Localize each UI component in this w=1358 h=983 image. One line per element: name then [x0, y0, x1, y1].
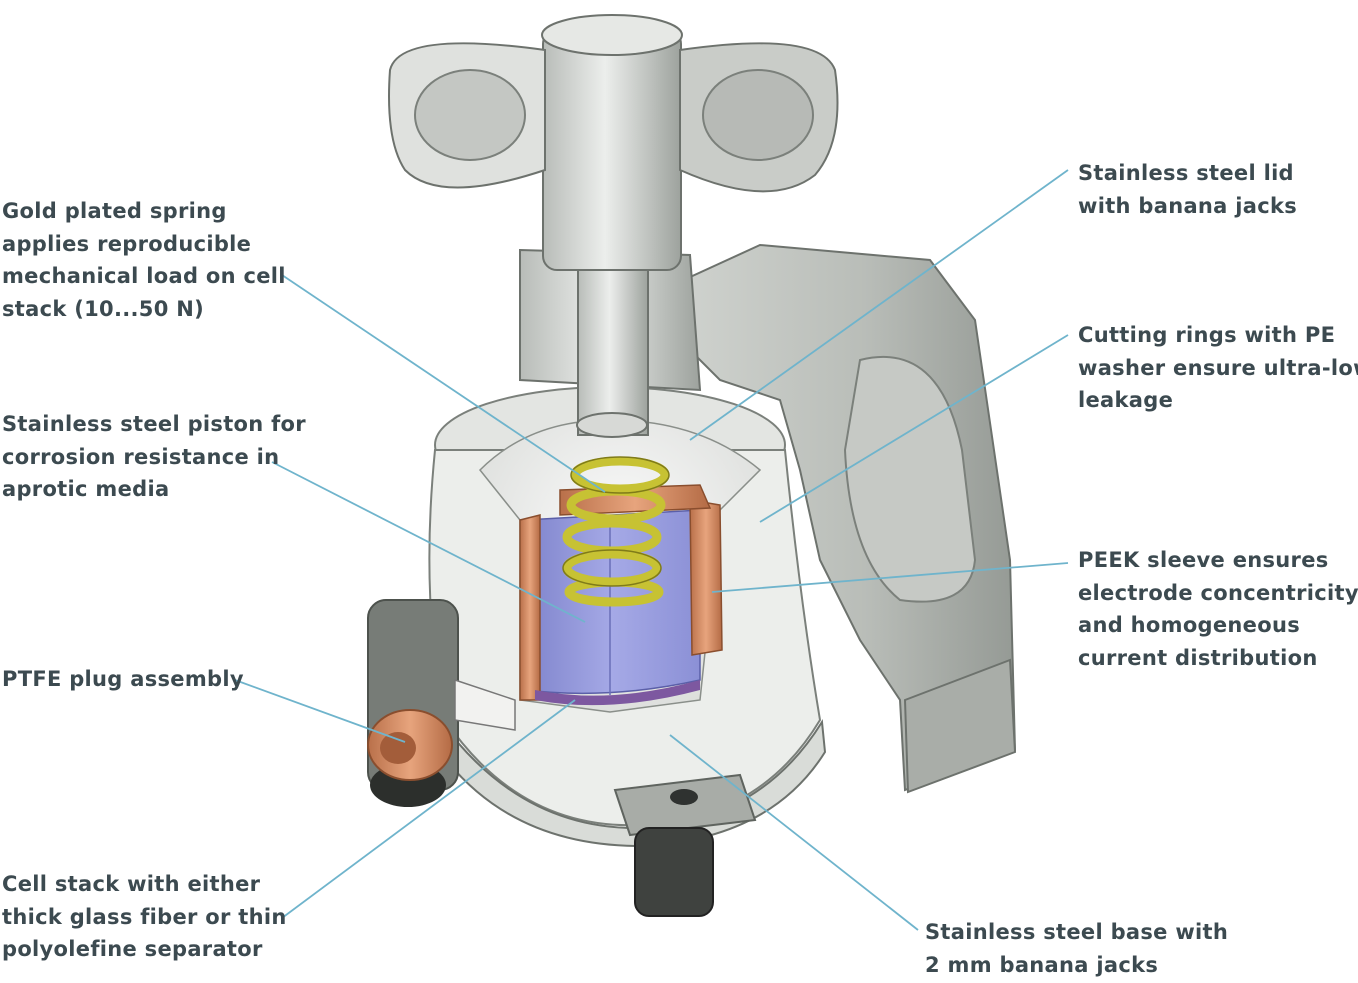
label-base: Stainless steel base with 2 mm banana ja…: [925, 916, 1228, 981]
label-line: Stainless steel base with: [925, 920, 1229, 944]
leader-lines: [234, 169, 1069, 931]
label-line: current distribution: [1078, 645, 1318, 670]
label-line: aprotic media: [2, 477, 170, 501]
leader-piston: [271, 461, 586, 623]
leader-peek: [711, 562, 1069, 593]
leader-spring: [281, 274, 606, 493]
stem: [577, 259, 649, 436]
label-piston: Stainless steel piston for corrosion res…: [2, 408, 306, 506]
label-line: leakage: [1078, 388, 1174, 412]
copper-right: [689, 499, 723, 656]
handle-hole-right: [702, 69, 814, 161]
ptfe-plug: [454, 678, 516, 731]
label-line: polyolefine separator: [2, 937, 263, 961]
spring: [562, 456, 670, 607]
label-cutting-rings: Cutting rings with PE washer ensure ultr…: [1078, 319, 1358, 417]
label-line: stack (10...50 N): [2, 296, 204, 321]
label-line: Cell stack with either: [2, 872, 261, 896]
stem-tip: [576, 412, 648, 438]
cell-stack: [535, 680, 700, 706]
base-tab-hole: [670, 789, 698, 805]
leader-lid: [689, 169, 1069, 441]
label-line: Stainless steel lid: [1078, 161, 1294, 185]
label-cell-stack: Cell stack with either thick glass fiber…: [2, 868, 287, 966]
label-line: electrode concentricity: [1078, 580, 1358, 605]
label-line: mechanical load on cell: [2, 264, 286, 288]
frame-window: [843, 355, 977, 603]
leader-rings: [759, 334, 1069, 523]
base-tab: [613, 773, 757, 837]
leader-stack: [281, 699, 576, 919]
label-line: 2 mm banana jacks: [925, 952, 1159, 977]
label-line: with banana jacks: [1078, 193, 1298, 218]
handle-top: [541, 14, 683, 56]
label-line: Gold plated spring: [2, 199, 227, 223]
label-line: and homogeneous: [1078, 613, 1300, 637]
handle-hole-left: [414, 69, 526, 161]
bottom-jack: [634, 827, 714, 917]
label-ptfe-plug: PTFE plug assembly: [2, 663, 244, 696]
label-lid: Stainless steel lid with banana jacks: [1078, 157, 1297, 222]
label-line: washer ensure ultra-low: [1078, 355, 1358, 380]
label-peek-sleeve: PEEK sleeve ensures electrode concentric…: [1078, 544, 1358, 674]
label-line: Stainless steel piston for: [2, 412, 306, 436]
label-gold-plated-spring: Gold plated spring applies reproducible …: [2, 195, 286, 325]
handle-post: [542, 29, 682, 271]
label-line: PEEK sleeve ensures: [1078, 548, 1329, 572]
label-line: thick glass fiber or thin: [2, 904, 287, 929]
leader-ptfe: [234, 679, 406, 743]
frame-side: [903, 658, 1017, 794]
leader-base: [669, 734, 919, 931]
label-line: Cutting rings with PE: [1078, 323, 1336, 347]
label-line: corrosion resistance in: [2, 444, 280, 469]
label-line: applies reproducible: [2, 231, 252, 256]
label-line: PTFE plug assembly: [2, 667, 244, 691]
copper-left: [519, 514, 541, 701]
